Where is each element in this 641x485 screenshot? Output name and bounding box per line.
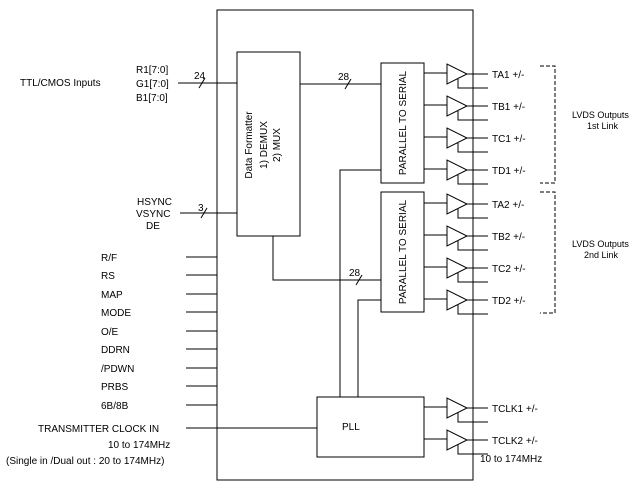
sync-bus-width: 3 xyxy=(198,203,204,214)
driver-tc1-icon xyxy=(446,127,469,149)
driver-tb2-icon xyxy=(446,225,469,247)
driver-td2-out-n xyxy=(457,305,488,315)
link2-drivers: TA2 +/- TB2 +/- TC2 +/- TD2 +/- xyxy=(424,193,526,315)
pll-clock-to-link1 xyxy=(339,169,381,397)
link2-bus-width: 28 xyxy=(349,268,361,279)
output-ta2-label: TA2 +/- xyxy=(492,200,524,211)
output-tc1-label: TC1 +/- xyxy=(492,134,526,145)
clock-in-note: (Single in /Dual out : 20 to 174MHz) xyxy=(6,456,164,467)
link1-caption-line2: 1st Link xyxy=(587,121,619,131)
pll-label: PLL xyxy=(342,422,360,433)
output-td1-label: TD1 +/- xyxy=(492,166,526,177)
output-tclk2-label: TCLK2 +/- xyxy=(492,436,538,447)
data-formatter-title: Data Formatter xyxy=(244,111,255,179)
output-tb2-label: TB2 +/- xyxy=(492,232,525,243)
link2-caption-line2: 2nd Link xyxy=(584,250,619,260)
link1-bus-width: 28 xyxy=(338,72,350,83)
transmitter-clock-label: TRANSMITTER CLOCK IN xyxy=(38,424,159,435)
ttl-cmos-inputs-label: TTL/CMOS Inputs xyxy=(20,78,101,89)
pin-rs-label: RS xyxy=(101,271,115,282)
pin-oe-label: O/E xyxy=(101,327,119,338)
clock-out-freq: 10 to 174MHz xyxy=(480,454,542,465)
driver-tclk2-icon xyxy=(446,429,469,451)
pin-ddrn-label: DDRN xyxy=(101,345,130,356)
driver-ta1-icon xyxy=(446,63,469,85)
control-pins: R/F RS MAP MODE O/E DDRN /PDWN PRBS 6B/8… xyxy=(101,253,217,412)
clock-drivers: TCLK1 +/- TCLK2 +/- 10 to 174MHz xyxy=(424,397,542,465)
driver-td1-icon xyxy=(446,159,469,181)
serializer-link1-block xyxy=(380,62,425,184)
link2-bus-slash xyxy=(355,274,363,286)
rgb-bus-width: 24 xyxy=(194,71,206,82)
link1-bus-slash xyxy=(344,78,352,90)
driver-tclk1-icon xyxy=(446,397,469,419)
data-formatter-mux: 2) MUX xyxy=(272,128,283,162)
vsync-label: VSYNC xyxy=(136,209,170,220)
driver-tclk1-out-n xyxy=(457,413,488,423)
data-formatter-demux: 1) DEMUX xyxy=(259,121,270,169)
link1-drivers: TA1 +/- TB1 +/- TC1 +/- TD1 +/- xyxy=(424,63,526,185)
serializer-link2-label: PARALLEL TO SERIAL xyxy=(398,200,409,305)
pll-block xyxy=(316,396,425,458)
pll-clock-to-link2 xyxy=(357,299,381,397)
link2-bracket xyxy=(540,191,556,314)
driver-ta2-out-n xyxy=(457,209,488,219)
driver-ta1-out-n xyxy=(457,79,488,89)
g1-input-label: G1[7:0] xyxy=(136,79,169,90)
link1-caption-line1: LVDS Outputs xyxy=(572,110,629,120)
link2-bus-line xyxy=(272,236,381,281)
hsync-label: HSYNC xyxy=(137,197,172,208)
driver-td1-out-n xyxy=(457,175,488,185)
sync-bus-slash xyxy=(200,207,208,219)
pin-pdwn-label: /PDWN xyxy=(101,364,134,375)
pin-map-label: MAP xyxy=(101,290,123,301)
rgb-bus-slash xyxy=(198,77,206,89)
driver-tc1-out-n xyxy=(457,143,488,153)
serializer-link1-label: PARALLEL TO SERIAL xyxy=(398,71,409,176)
pin-6b8b-label: 6B/8B xyxy=(101,401,129,412)
data-formatter-block xyxy=(236,51,301,237)
b1-input-label: B1[7:0] xyxy=(136,93,168,104)
de-label: DE xyxy=(146,221,160,232)
driver-tc2-out-n xyxy=(457,273,488,283)
output-tc2-label: TC2 +/- xyxy=(492,264,526,275)
pin-mode-label: MODE xyxy=(101,308,131,319)
serializer-link2-block xyxy=(380,191,425,313)
r1-input-label: R1[7:0] xyxy=(136,65,168,76)
driver-tb1-out-n xyxy=(457,111,488,121)
link1-bracket xyxy=(540,65,556,184)
driver-tc2-icon xyxy=(446,257,469,279)
driver-td2-icon xyxy=(446,289,469,311)
driver-tclk2-out-n xyxy=(457,445,488,455)
pin-r-f-label: R/F xyxy=(101,253,117,264)
link2-caption-line1: LVDS Outputs xyxy=(572,239,629,249)
output-tb1-label: TB1 +/- xyxy=(492,102,525,113)
clock-in-freq: 10 to 174MHz xyxy=(108,440,170,451)
output-td2-label: TD2 +/- xyxy=(492,296,526,307)
driver-tb2-out-n xyxy=(457,241,488,251)
pin-prbs-label: PRBS xyxy=(101,382,129,393)
output-ta1-label: TA1 +/- xyxy=(492,70,524,81)
output-tclk1-label: TCLK1 +/- xyxy=(492,404,538,415)
driver-ta2-icon xyxy=(446,193,469,215)
data-formatter-text: Data Formatter 1) DEMUX 2) MUX xyxy=(244,111,283,179)
driver-tb1-icon xyxy=(446,95,469,117)
